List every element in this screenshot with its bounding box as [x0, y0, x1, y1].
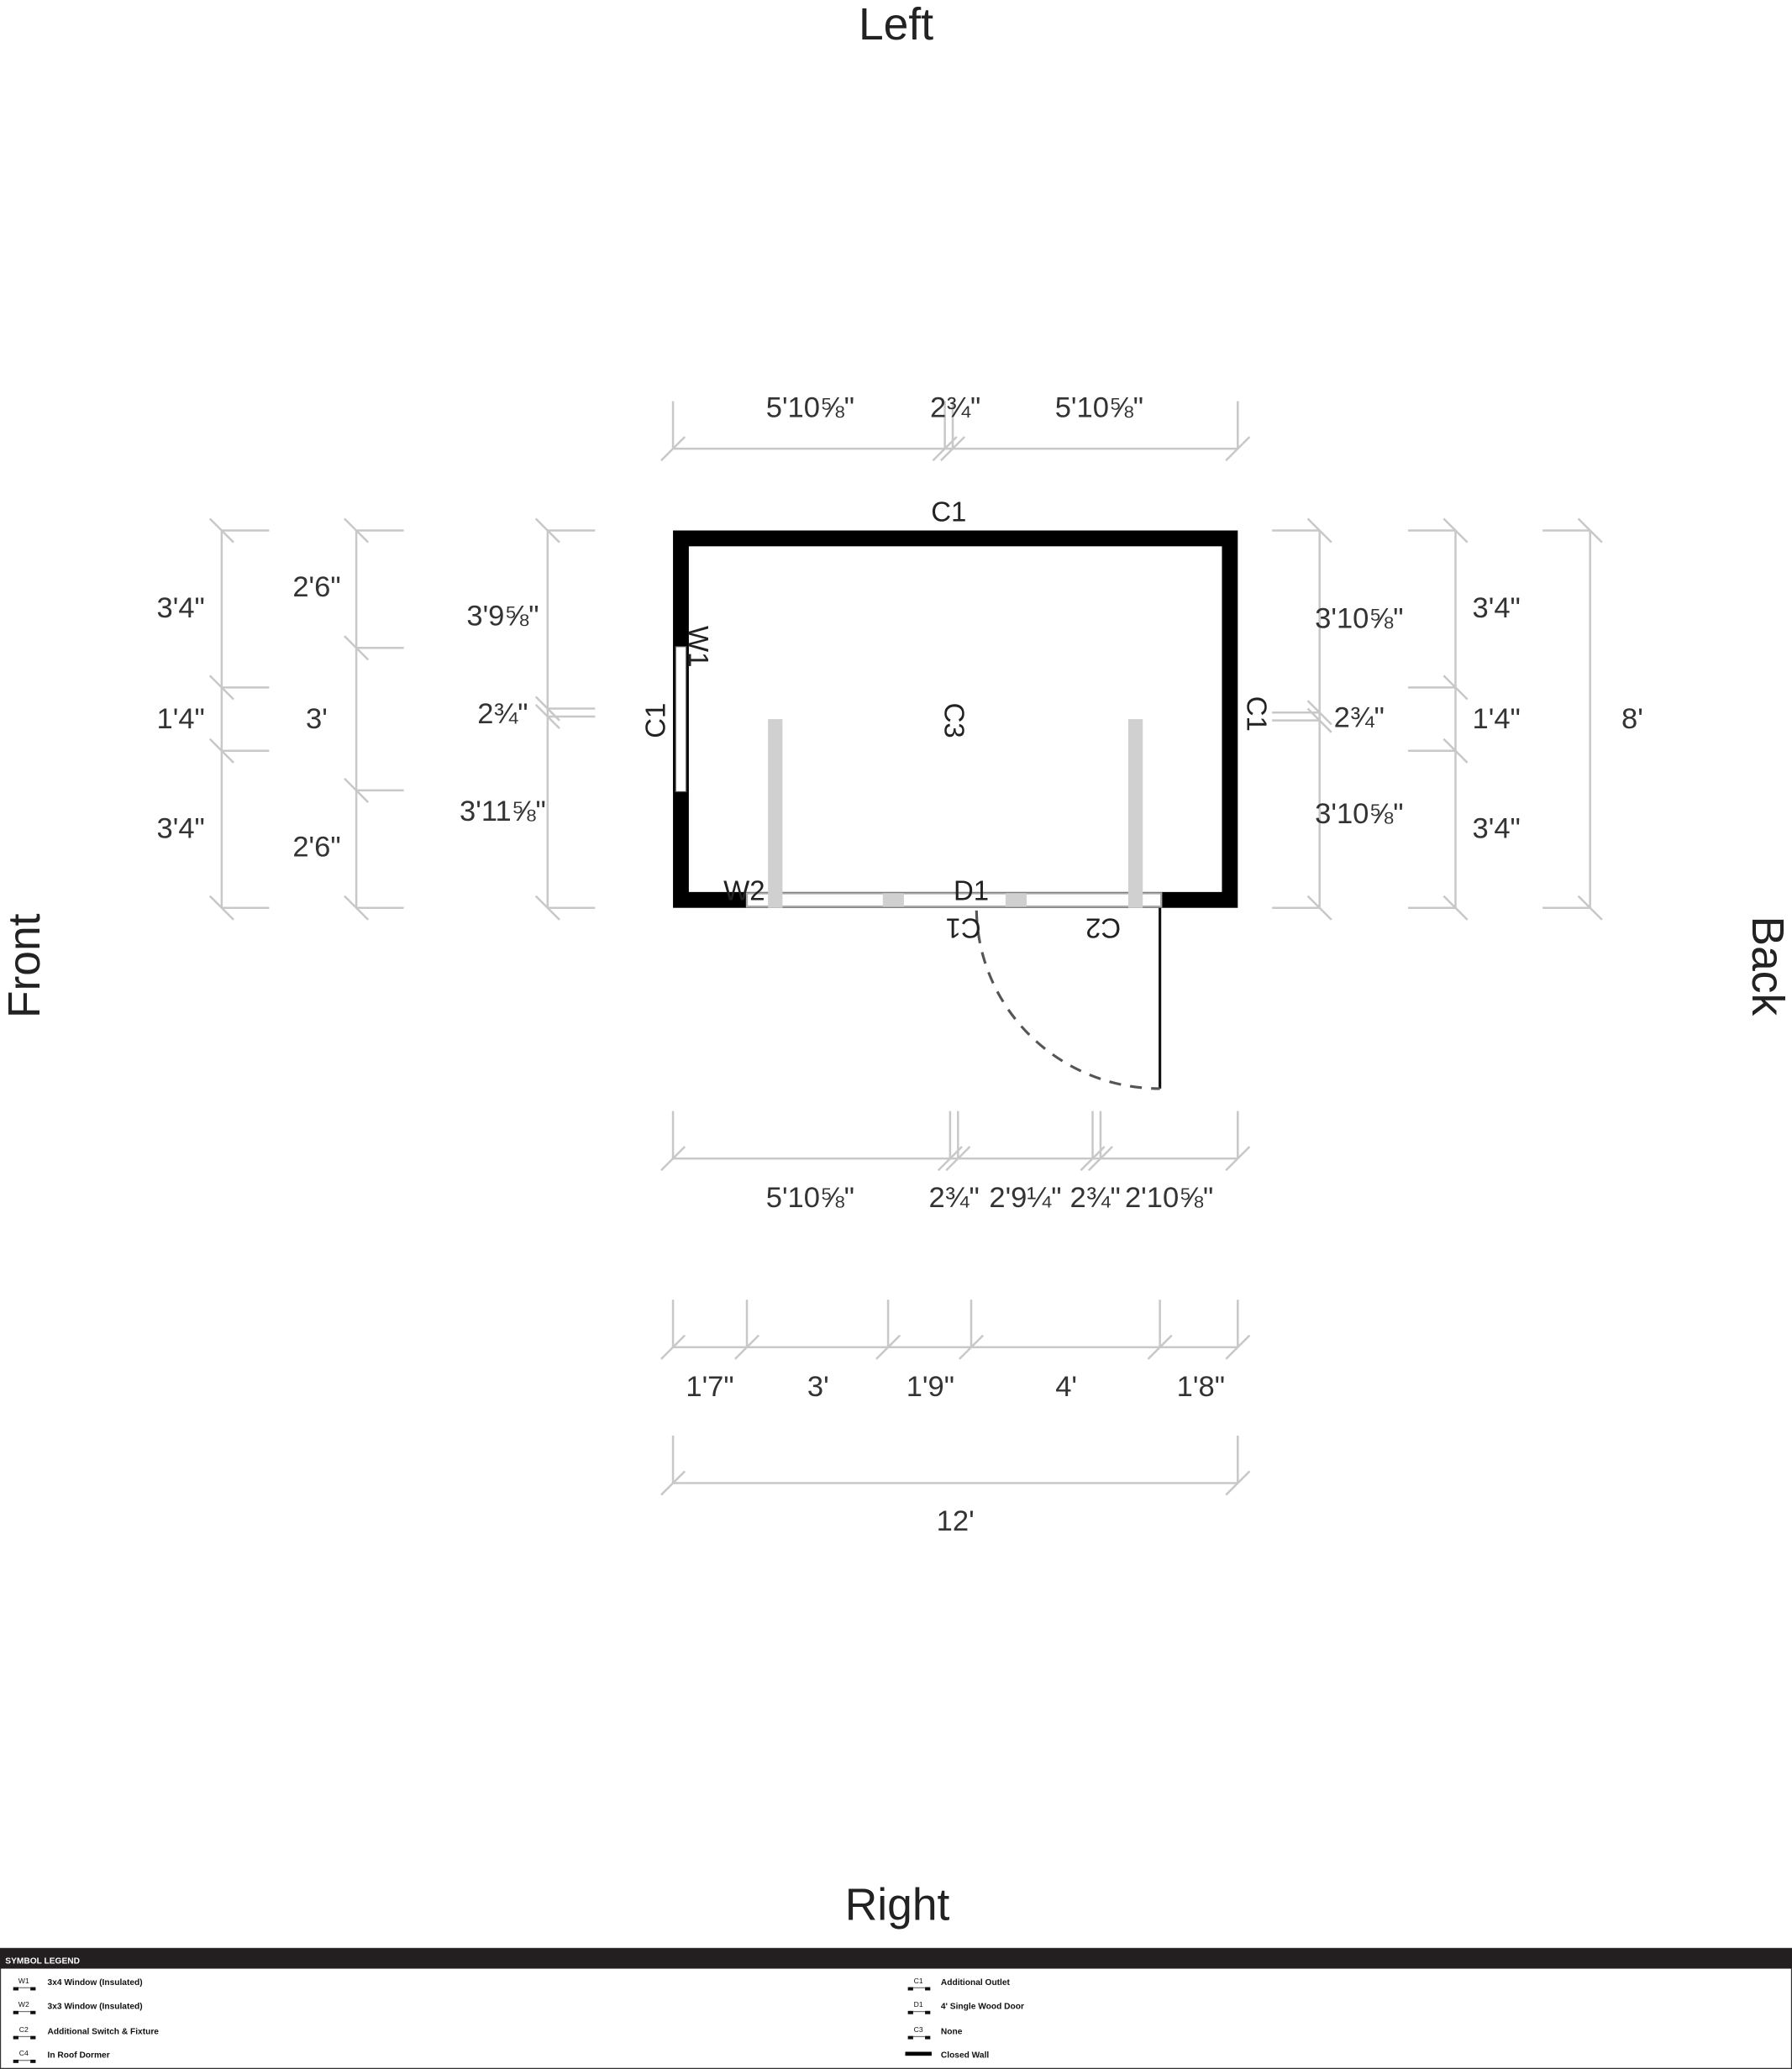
- dimension-label: 2¾": [930, 391, 980, 423]
- dimension-label: 2'10⅝": [1125, 1182, 1213, 1214]
- dimension-label: 3'4": [157, 592, 205, 624]
- dimension-label: 3'4": [157, 812, 205, 844]
- dimension-label: 3'4": [1473, 592, 1521, 624]
- legend-item: D1 4' Single Wood Door: [907, 2000, 1024, 2014]
- legend-item: W2 3x3 Window (Insulated): [13, 2000, 143, 2014]
- legend-code: W2: [18, 2000, 29, 2009]
- dimension-label: 3'11⅝": [460, 796, 546, 827]
- dimension-label: 5'10⅝": [1055, 391, 1143, 423]
- door-opening: [745, 892, 1163, 908]
- dimension-bottom-openings: 5'10⅝"2¾"2'9¼"2¾"2'10⅝": [660, 1111, 1251, 1214]
- dormer-wall: [1127, 719, 1143, 908]
- legend-label: Additional Switch & Fixture: [48, 2027, 160, 2036]
- tag-c2-bottom: C2: [1085, 912, 1121, 943]
- dimension-label: 8': [1621, 703, 1643, 735]
- dimension-label: 2¾": [928, 1182, 979, 1214]
- window-w1: [675, 646, 687, 793]
- dimension-label: 2'6": [292, 571, 340, 603]
- dormer-wall: [768, 719, 783, 908]
- legend-code: D1: [914, 2000, 923, 2009]
- dimension-label: 2¾": [477, 698, 528, 730]
- legend-item: C2 Additional Switch & Fixture: [13, 2025, 160, 2040]
- dimension-right-outer: 8': [1542, 517, 1643, 921]
- legend-label: 4' Single Wood Door: [941, 2002, 1024, 2011]
- building: [673, 530, 1238, 1090]
- dimension-label: 2¾": [1070, 1182, 1121, 1214]
- side-label-right: Right: [845, 1880, 950, 1930]
- legend-label: In Roof Dormer: [48, 2051, 110, 2061]
- opening-post: [882, 893, 904, 907]
- legend-code: C1: [914, 1977, 923, 1985]
- closed-wall-symbol: [905, 2051, 932, 2056]
- legend-item: W1 3x4 Window (Insulated): [13, 1977, 143, 1991]
- dimension-label: 3'10⅝": [1315, 798, 1403, 830]
- legend-code: C3: [914, 2025, 923, 2034]
- side-label-front: Front: [0, 913, 50, 1018]
- tag-d1: D1: [954, 874, 989, 906]
- dimension-label: 3': [807, 1371, 829, 1403]
- tag-c1-left: C1: [640, 703, 671, 738]
- tag-c1-bottom: C1: [946, 912, 981, 943]
- opening-post: [1005, 893, 1027, 907]
- tag-w2: W2: [723, 874, 765, 906]
- dimension-label: 2¾": [1334, 702, 1385, 734]
- dimension-label: 5'10⅝": [766, 391, 854, 423]
- dimension-label: 3'4": [1473, 812, 1521, 844]
- dimension-label: 3': [306, 703, 328, 735]
- dimension-label: 12': [937, 1505, 975, 1537]
- legend-title: SYMBOL LEGEND: [5, 1956, 80, 1966]
- dimension-label: 3'9⅝": [466, 601, 539, 633]
- dimension-label: 3'10⅝": [1315, 603, 1403, 635]
- dimension-label: 1'4": [157, 703, 205, 735]
- dimension-label: 5'10⅝": [766, 1182, 854, 1214]
- dimension-bottom-total: 12': [660, 1435, 1251, 1537]
- tag-c1-top: C1: [931, 496, 966, 528]
- tag-c1-right: C1: [1241, 696, 1272, 732]
- side-label-back: Back: [1742, 916, 1792, 1016]
- legend-header: [0, 1948, 1792, 1969]
- legend-code: W1: [18, 1977, 29, 1985]
- dimension-bottom-segments: 1'7" 3' 1'9" 4' 1'8": [660, 1300, 1251, 1403]
- dimension-top: 5'10⅝" 2¾" 5'10⅝": [660, 391, 1251, 462]
- dimension-left-middle: 2'6" 3' 2'6": [292, 517, 404, 921]
- dimension-label: 4': [1055, 1371, 1077, 1403]
- legend-label: Additional Outlet: [941, 1978, 1011, 1988]
- dimension-left-inner: 3'9⅝" 2¾" 3'11⅝": [460, 517, 596, 921]
- dimension-label: 1'9": [907, 1371, 954, 1403]
- legend-label: Closed Wall: [941, 2051, 990, 2061]
- dimension-lines: 5'10⅝" 2¾" 5'10⅝" 3'4" 1'4" 3'4" 2'6" 3' 2'6" 3'9…: [157, 391, 1643, 1537]
- dimension-label: 1'7": [686, 1371, 733, 1403]
- tag-w1: W1: [683, 626, 714, 667]
- legend-code: C4: [19, 2049, 29, 2057]
- legend-item: C4 In Roof Dormer: [13, 2049, 110, 2063]
- dimension-left-outer: 3'4" 1'4" 3'4": [157, 517, 270, 921]
- symbol-legend: SYMBOL LEGEND W1 3x4 Window (Insulated) W2…: [0, 1947, 1792, 2069]
- door-swing-arc: [975, 910, 1160, 1090]
- dimension-label: 1'4": [1473, 703, 1521, 735]
- dimension-right-inner: 3'10⅝" 2¾" 3'10⅝": [1272, 517, 1403, 921]
- dimension-right-middle: 3'4" 1'4" 3'4": [1407, 517, 1521, 921]
- legend-label: 3x4 Window (Insulated): [48, 1978, 143, 1988]
- legend-item: C3 None: [907, 2025, 963, 2040]
- tag-c3: C3: [939, 703, 970, 738]
- legend-item: C1 Additional Outlet: [907, 1977, 1011, 1991]
- dimension-label: 2'6": [292, 831, 340, 863]
- legend-label: None: [941, 2027, 963, 2036]
- legend-item: Closed Wall: [905, 2051, 989, 2061]
- legend-code: C2: [19, 2025, 29, 2034]
- dimension-label: 2'9¼": [989, 1182, 1061, 1214]
- dimension-label: 1'8": [1177, 1371, 1225, 1403]
- legend-label: 3x3 Window (Insulated): [48, 2002, 143, 2011]
- side-label-left: Left: [859, 0, 933, 50]
